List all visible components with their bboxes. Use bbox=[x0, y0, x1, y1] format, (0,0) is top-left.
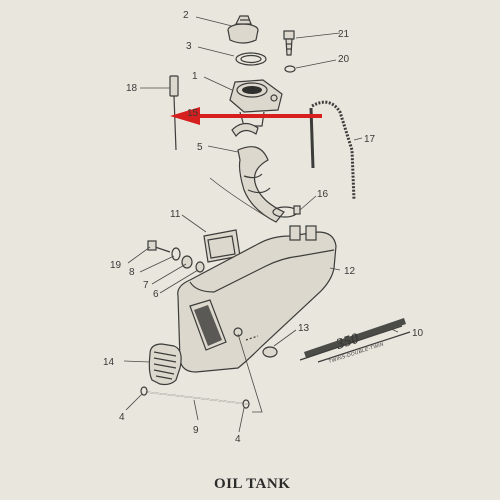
part-18-dipstick bbox=[169, 75, 179, 151]
part-8-washer bbox=[171, 247, 181, 261]
part-13-plug bbox=[245, 335, 278, 358]
callout-labels: 2 3 1 21 20 18 15 17 5 16 11 12 19 8 7 6… bbox=[103, 10, 424, 445]
callout-7: 7 bbox=[143, 280, 149, 291]
part-2-filler-cap bbox=[227, 15, 259, 44]
callout-14: 14 bbox=[103, 357, 115, 368]
callout-10: 10 bbox=[412, 328, 424, 339]
callout-15: 15 bbox=[187, 108, 199, 119]
part-15-clip bbox=[231, 122, 259, 138]
callout-19: 19 bbox=[110, 260, 122, 271]
callout-20: 20 bbox=[338, 54, 350, 65]
callout-5: 5 bbox=[197, 142, 203, 153]
diagram-title: OIL TANK bbox=[214, 476, 290, 492]
part-5-hose bbox=[237, 146, 285, 223]
callout-18: 18 bbox=[126, 83, 138, 94]
callout-3: 3 bbox=[186, 41, 192, 52]
callout-1: 1 bbox=[192, 71, 198, 82]
part-9-drain-pipe bbox=[145, 391, 249, 405]
emblem-number: 350 bbox=[334, 331, 362, 354]
callout-9: 9 bbox=[193, 425, 199, 436]
part-14-grille-pad bbox=[148, 343, 182, 386]
callout-13: 13 bbox=[298, 323, 310, 334]
callout-17: 17 bbox=[364, 134, 376, 145]
red-arrow-head bbox=[170, 107, 200, 125]
callout-4-left: 4 bbox=[119, 412, 125, 423]
part-19-bolt bbox=[147, 240, 171, 253]
part-4-clip-left bbox=[140, 386, 148, 396]
part-3-seal-ring bbox=[235, 52, 267, 66]
callout-16: 16 bbox=[317, 189, 329, 200]
part-6-nut bbox=[195, 261, 205, 273]
callout-12: 12 bbox=[344, 266, 356, 277]
part-7-grommet bbox=[181, 255, 193, 269]
part-4-clip-right bbox=[242, 399, 250, 409]
callout-6: 6 bbox=[153, 289, 159, 300]
part-12-tank-body bbox=[177, 225, 337, 373]
part-1-filler-neck bbox=[229, 79, 283, 127]
callout-4-right: 4 bbox=[235, 434, 241, 445]
red-arrow-annotation bbox=[170, 107, 322, 125]
leader-lines bbox=[123, 16, 399, 433]
part-20-washer bbox=[284, 65, 296, 73]
part-21-bolt bbox=[283, 30, 295, 56]
callout-21: 21 bbox=[338, 29, 350, 40]
part-10-emblem: 350 TWINS-DOUBLE-TWIN bbox=[299, 318, 411, 365]
callout-8: 8 bbox=[129, 267, 135, 278]
callout-2: 2 bbox=[183, 10, 189, 21]
callout-11: 11 bbox=[170, 209, 181, 220]
